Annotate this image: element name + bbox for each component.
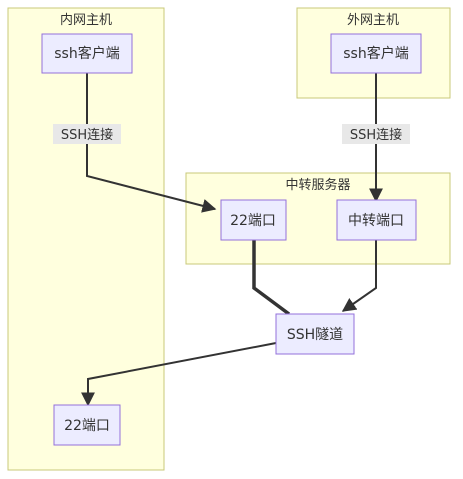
node-ssh-tunnel-label: SSH隧道	[287, 327, 343, 343]
edge-relay-port-to-tunnel	[341, 240, 377, 312]
edge-label-extranet: SSH连接	[342, 124, 410, 144]
node-extranet-ssh-client: ssh客户端	[330, 33, 422, 74]
edge-label-intranet-text: SSH连接	[61, 127, 113, 143]
edge-label-extranet-text: SSH连接	[350, 127, 402, 143]
node-relay-port-22: 22端口	[220, 199, 287, 241]
group-intranet-title: 内网主机	[60, 12, 112, 28]
node-intranet-ssh-client: ssh客户端	[41, 33, 133, 74]
edge-tunnel-to-intranet-22	[81, 342, 277, 407]
group-relay-title: 中转服务器	[285, 177, 350, 193]
group-extranet-host: 外网主机	[296, 7, 451, 99]
edge-label-intranet: SSH连接	[53, 124, 121, 144]
node-relay-port: 中转端口	[336, 199, 417, 241]
node-intranet-ssh-client-label: ssh客户端	[54, 45, 119, 62]
node-relay-port-22-label: 22端口	[230, 213, 276, 229]
node-intranet-port-22-label: 22端口	[64, 418, 110, 434]
node-intranet-port-22: 22端口	[53, 404, 121, 446]
node-ssh-tunnel: SSH隧道	[275, 313, 355, 355]
node-extranet-ssh-client-label: ssh客户端	[343, 45, 408, 62]
group-extranet-title: 外网主机	[347, 13, 399, 28]
node-relay-port-label: 中转端口	[348, 213, 404, 229]
edge-intranet-client-to-relay-22	[86, 73, 217, 213]
edge-relay-22-to-tunnel	[252, 240, 291, 316]
